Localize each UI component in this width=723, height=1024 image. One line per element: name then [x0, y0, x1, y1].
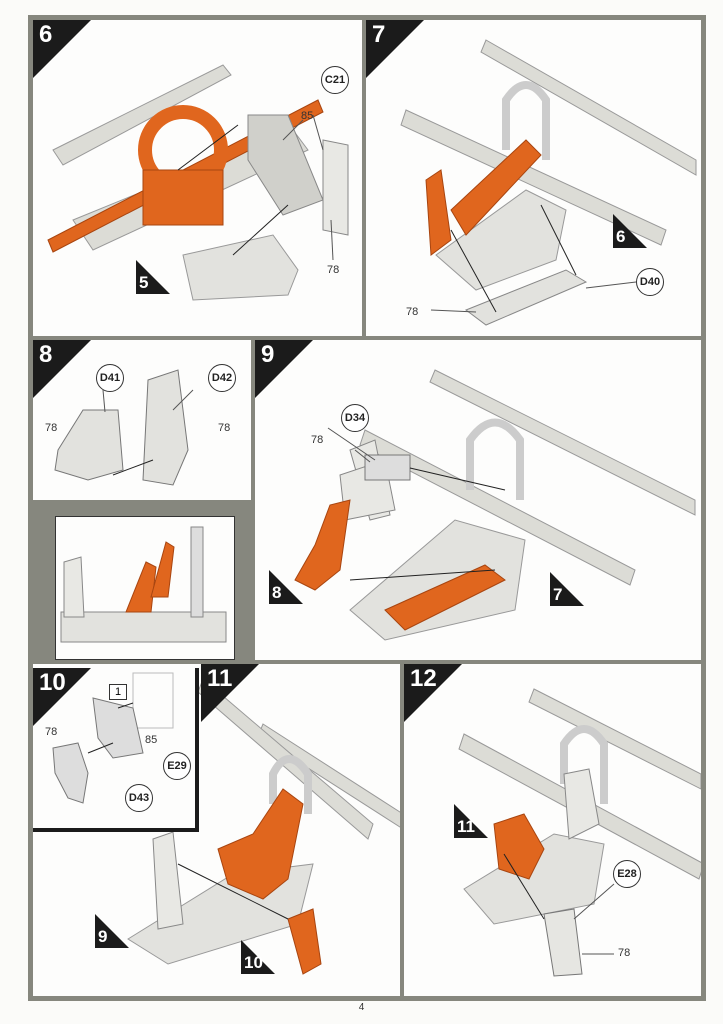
- ref-step-7-badge: 7: [550, 572, 584, 606]
- step-12-panel: 12 E28 78 11: [404, 664, 701, 996]
- decal-1-box: 1: [109, 684, 127, 700]
- ref-step-10-badge: 10: [241, 940, 275, 974]
- part-callout-d40: D40: [636, 268, 664, 296]
- part-callout-d41: D41: [96, 364, 124, 392]
- step-7-badge: 7: [366, 20, 424, 78]
- paint-number-78: 78: [311, 434, 324, 446]
- step-8-panel: 8 D41 D42 78 78: [33, 340, 251, 500]
- paint-number-78: 78: [406, 306, 419, 318]
- ref-step-6-badge: 6: [613, 214, 647, 248]
- part-callout-d42: D42: [208, 364, 236, 392]
- step-7-illustration: [400, 39, 697, 326]
- part-callout-e29: E29: [163, 752, 191, 780]
- ref-step-9-badge: 9: [95, 914, 129, 948]
- paint-number-78: 78: [218, 422, 231, 434]
- step-9-illustration: [294, 369, 696, 641]
- step-9-panel: 9 D34 78 8 7: [255, 340, 701, 660]
- paint-number-78: 78: [45, 726, 58, 738]
- paint-number-78: 78: [45, 422, 58, 434]
- step-10-panel: 10 1 78 85 E29 D43: [33, 668, 199, 832]
- part-callout-d34: D34: [341, 404, 369, 432]
- step-8-illustration: [54, 369, 194, 486]
- step-6-panel: 6 C21 85 78 5: [33, 20, 362, 336]
- part-callout-d43: D43: [125, 784, 153, 812]
- page-number: 4: [358, 1002, 365, 1013]
- step-12-illustration: [458, 688, 701, 977]
- step-6-illustration: [47, 64, 349, 301]
- step-8-badge: 8: [33, 340, 91, 398]
- paint-number-85: 85: [145, 734, 158, 746]
- step-12-badge: 12: [404, 664, 462, 722]
- side-view-inset: [55, 516, 235, 660]
- step-11-badge: 11: [201, 664, 259, 722]
- paint-number-78: 78: [618, 947, 631, 959]
- ref-step-8-badge: 8: [269, 570, 303, 604]
- step-7-panel: 7 D40 78 6: [366, 20, 701, 336]
- paint-number-85: 85: [301, 110, 314, 122]
- step-9-badge: 9: [255, 340, 313, 398]
- part-callout-c21: C21: [321, 66, 349, 94]
- part-callout-e28: E28: [613, 860, 641, 888]
- step-10-illustration: [52, 672, 174, 804]
- step-6-badge: 6: [33, 20, 91, 78]
- ref-step-5-badge: 5: [136, 260, 170, 294]
- side-view-illustration: [60, 526, 227, 643]
- step-10-badge: 10: [33, 668, 91, 726]
- paint-number-78: 78: [327, 264, 340, 276]
- ref-step-11-badge: 11: [454, 804, 488, 838]
- instruction-frame: 6 C21 85 78 5 7 D40 78 6: [28, 15, 706, 1001]
